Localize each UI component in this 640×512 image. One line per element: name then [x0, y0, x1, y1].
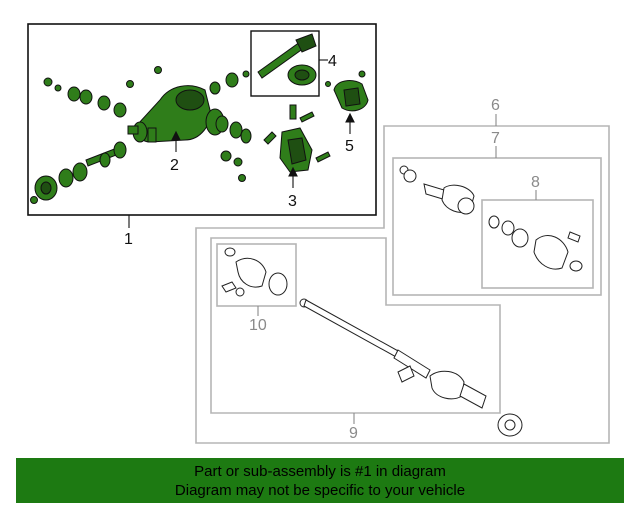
banner-line-2: Diagram may not be specific to your vehi… — [174, 482, 466, 499]
boot-kit-outer — [488, 215, 583, 272]
leader-lines-grey — [257, 114, 537, 424]
callout-10: 10 — [249, 317, 267, 334]
callout-6: 6 — [491, 97, 500, 114]
callout-2: 2 — [170, 157, 179, 174]
callout-4: 4 — [328, 53, 337, 70]
leader-lines-dark — [128, 59, 355, 228]
differential-housing — [127, 85, 225, 143]
assembly-9-frame — [210, 237, 501, 414]
callout-1: 1 — [124, 231, 133, 248]
callout-7: 7 — [491, 130, 500, 147]
assembly-4-frame — [250, 30, 320, 97]
assembly-10-frame — [216, 243, 297, 307]
driveshaft — [299, 298, 523, 437]
outer-axle-shaft — [399, 165, 475, 215]
left-axle-shaft — [30, 141, 127, 204]
axle-frames — [195, 125, 610, 444]
left-bearings-row — [43, 66, 250, 118]
callout-5: 5 — [345, 138, 354, 155]
rear-cover — [279, 104, 331, 173]
differential-case — [325, 70, 369, 112]
callout-8: 8 — [531, 174, 540, 191]
disclaimer-banner: Part or sub-assembly is #1 in diagram Di… — [16, 458, 624, 503]
callout-3: 3 — [288, 193, 297, 210]
assembly-7-frame — [392, 157, 602, 296]
assembly-1-frame — [27, 23, 377, 216]
assembly-6-frame — [195, 125, 610, 444]
pinion-gear-set — [257, 33, 317, 86]
boot-kit-inner — [221, 247, 288, 297]
assembly-8-frame — [481, 199, 594, 289]
right-bearings-row — [215, 115, 277, 182]
callout-9: 9 — [349, 425, 358, 442]
banner-line-1: Part or sub-assembly is #1 in diagram — [194, 463, 446, 480]
parts-diagram: 1 2 3 4 5 6 7 8 9 10 — [27, 23, 610, 444]
